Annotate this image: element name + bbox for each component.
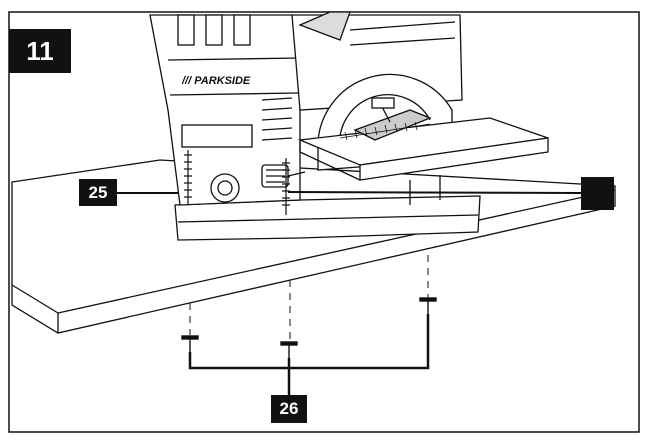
bench-sander-body [149, 11, 549, 241]
callout-marker-leader [287, 191, 582, 194]
clamp-screw-icon [261, 164, 306, 188]
protractor-scale [339, 121, 431, 141]
figure-frame [8, 11, 640, 433]
brand-logo: /// PARKSIDE [181, 75, 251, 87]
screw-icon [184, 150, 290, 215]
figure-number-badge: 11 [9, 29, 71, 73]
callout-26-leader [188, 314, 430, 395]
callout-label-25: 25 [79, 179, 117, 206]
callout-label-26: 26 [271, 395, 307, 423]
dust-port-icon [210, 173, 240, 203]
screw-axes [189, 255, 429, 342]
screw-icon [181, 297, 437, 358]
callout-marker-blank [581, 177, 614, 210]
